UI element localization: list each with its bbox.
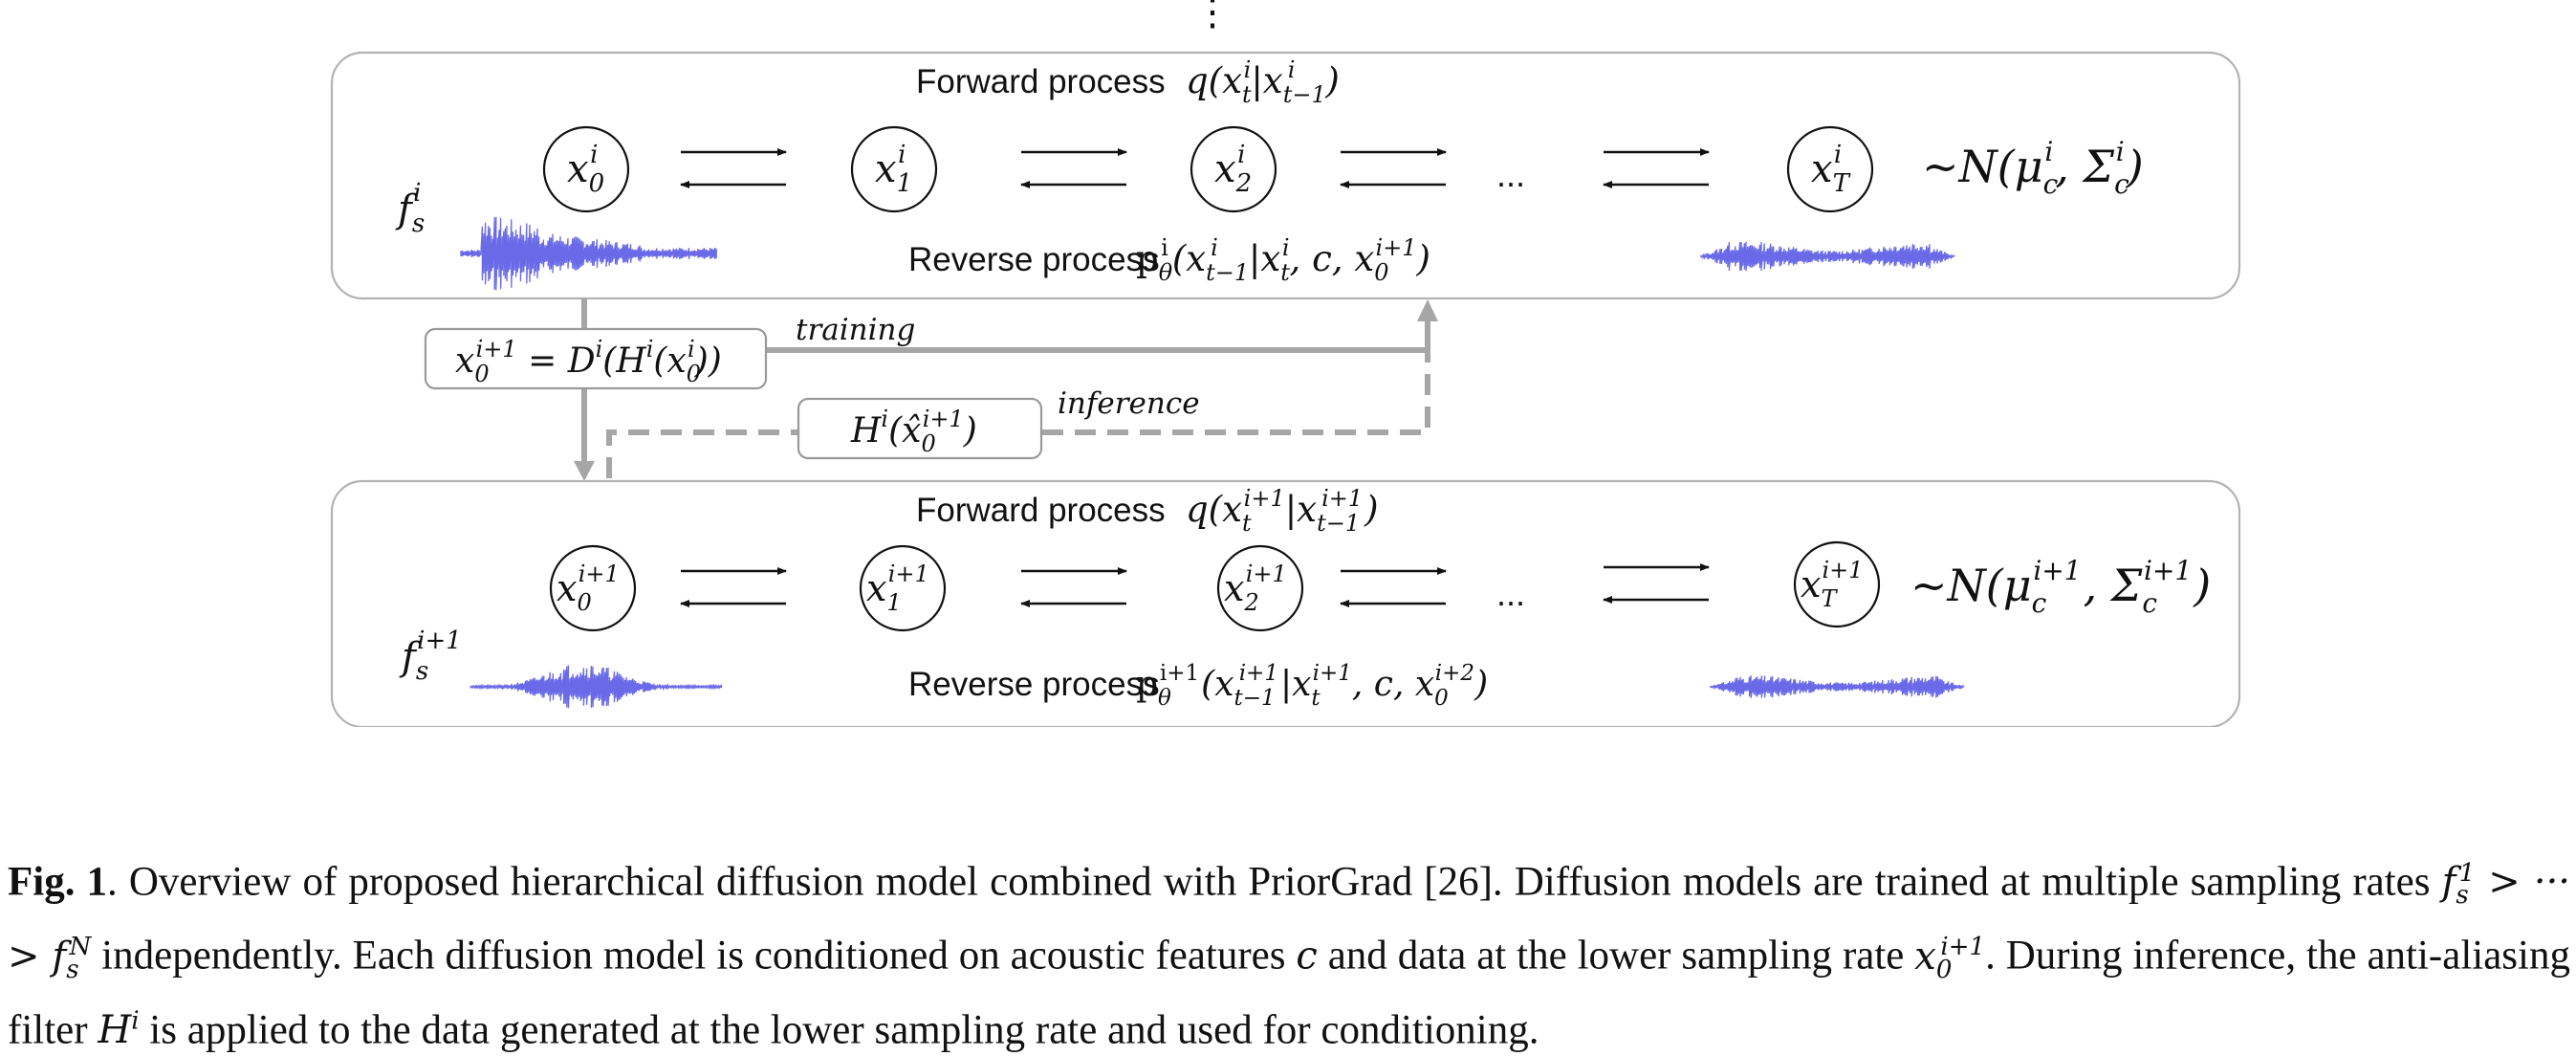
figure-caption: Fig. 1. Overview of proposed hierarchica… xyxy=(8,847,2570,1056)
downsample-arrow xyxy=(574,298,595,481)
top-arrow-pair-2 xyxy=(1020,148,1127,188)
bottom-node-x0: x0i+1 xyxy=(549,544,637,632)
inference-connector xyxy=(606,330,1430,478)
bottom-forward-label: Forward process xyxy=(916,492,1166,529)
caption-text-3: and data at the lower sampling rate xyxy=(1317,933,1915,979)
top-reverse-title: Reverse process pθi(xt−1i|xti, c, x0i+1) xyxy=(908,234,1430,286)
caption-text-5: is applied to the data generated at the … xyxy=(139,1006,1539,1052)
caption-text-1: . Overview of proposed hierarchical diff… xyxy=(107,859,2442,905)
caption-math-rates: fs1 > ··· > fsN xyxy=(8,859,2571,984)
top-forward-label: Forward process xyxy=(916,63,1166,100)
caption-math-c: c xyxy=(1296,934,1318,979)
bottom-reverse-math: pθi+1(xt−1i+1|xti+1, c, x0i+2) xyxy=(1136,661,1488,711)
bottom-waveform-left xyxy=(469,665,723,709)
top-node-x0: x0i xyxy=(542,125,630,213)
top-distribution: ~N(μci, Σci) xyxy=(1922,136,2144,200)
caption-fig-label: Fig. 1 xyxy=(8,859,108,905)
top-forward-title: Forward process q(xti|xt−1i) xyxy=(916,56,1340,108)
bottom-arrow-pair-4 xyxy=(1603,563,1710,604)
bottom-node-x2: x2i+1 xyxy=(1216,544,1304,632)
training-label: training xyxy=(796,313,915,347)
bottom-arrow-pair-1 xyxy=(680,567,787,607)
bottom-arrow-pair-2 xyxy=(1020,567,1127,607)
bottom-reverse-title: Reverse process pθi+1(xt−1i+1|xti+1, c, … xyxy=(908,661,1488,711)
bottom-node-xT: xTi+1 xyxy=(1793,540,1881,628)
bottom-node-x1: x1i+1 xyxy=(859,544,947,632)
top-rate-label: fsi xyxy=(395,179,425,238)
top-reverse-math: pθi(xt−1i|xti, c, x0i+1) xyxy=(1136,234,1430,286)
top-arrow-pair-3 xyxy=(1340,148,1447,188)
top-node-x1: x1i xyxy=(850,125,938,213)
top-node-xT: xTi xyxy=(1786,125,1874,213)
caption-text-2: independently. Each diffusion model is c… xyxy=(91,933,1297,979)
bottom-reverse-label: Reverse process xyxy=(908,666,1160,703)
bottom-node-ellipsis: ... xyxy=(1496,574,1525,613)
caption-math-x: x0i+1 xyxy=(1914,933,1986,984)
top-reverse-label: Reverse process xyxy=(908,241,1160,278)
bottom-waveform-right xyxy=(1709,675,1965,698)
top-waveform-right xyxy=(1699,241,1955,272)
filter-box: Hi(x̂0i+1) xyxy=(797,397,1043,460)
top-arrow-pair-1 xyxy=(680,148,787,188)
top-panel xyxy=(330,51,2241,300)
top-node-x2: x2i xyxy=(1190,125,1277,213)
top-waveform-left xyxy=(460,216,717,291)
downsample-box: x0i+1 = Di(Hi(x0i)) xyxy=(424,327,768,390)
top-arrow-pair-4 xyxy=(1603,148,1710,188)
caption-math-h: Hi xyxy=(98,1006,140,1052)
bottom-forward-title: Forward process q(xti+1|xt−1i+1) xyxy=(916,485,1379,537)
bottom-arrow-pair-3 xyxy=(1340,567,1447,607)
diffusion-diagram: ⋮ Forward process q(xti|xt−1i) x0i x1i x… xyxy=(330,0,2241,727)
inference-label: inference xyxy=(1058,386,1200,421)
top-node-ellipsis: ... xyxy=(1496,155,1525,194)
ellipsis-top: ⋮ xyxy=(1193,0,1232,33)
